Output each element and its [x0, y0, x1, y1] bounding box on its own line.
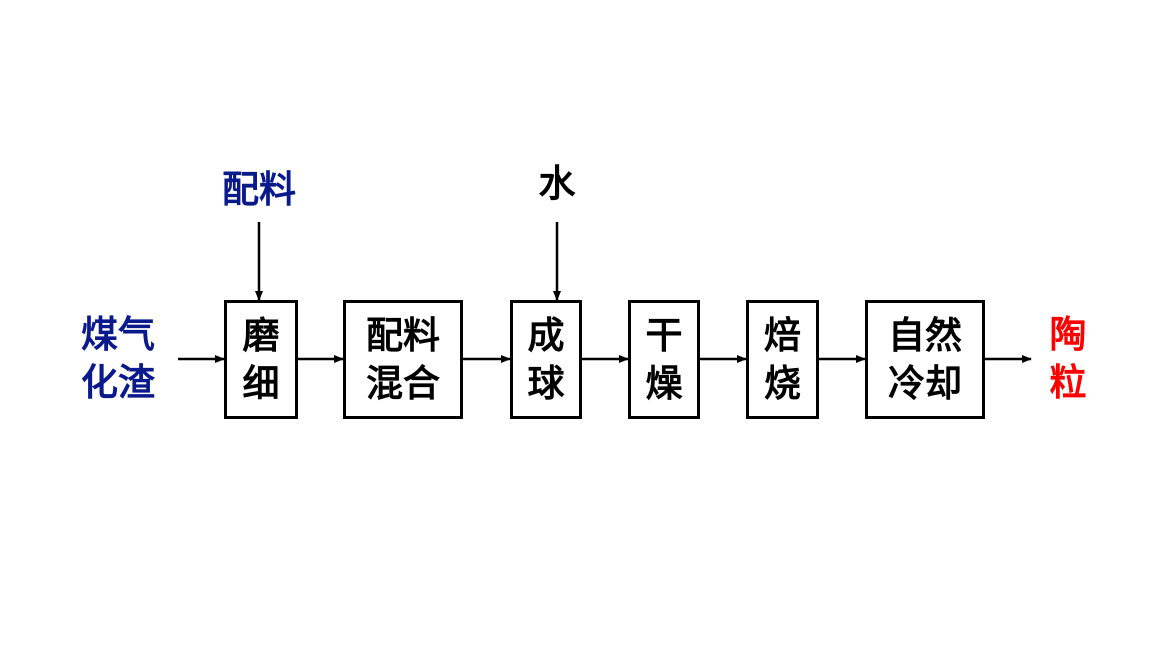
step-grinding-label: 磨 细	[242, 313, 280, 405]
step-mixing-box: 配料 混合	[343, 300, 463, 419]
step-mixing-label: 配料 混合	[366, 313, 440, 405]
input-additive-label: 配料	[222, 168, 296, 211]
input-raw-material-label: 煤气 化渣	[81, 313, 155, 404]
step-roasting-box: 焙 烧	[746, 300, 819, 419]
input-water-label: 水	[538, 162, 576, 205]
output-label: 陶 粒	[1049, 313, 1087, 404]
step-cooling-box: 自然 冷却	[865, 300, 985, 419]
step-grinding-box: 磨 细	[224, 300, 298, 419]
step-pelletizing-box: 成 球	[510, 300, 582, 419]
step-drying-label: 干 燥	[645, 313, 683, 405]
step-roasting-label: 焙 烧	[764, 313, 801, 405]
step-drying-box: 干 燥	[628, 300, 700, 419]
step-cooling-label: 自然 冷却	[888, 313, 962, 405]
step-pelletizing-label: 成 球	[527, 313, 565, 405]
